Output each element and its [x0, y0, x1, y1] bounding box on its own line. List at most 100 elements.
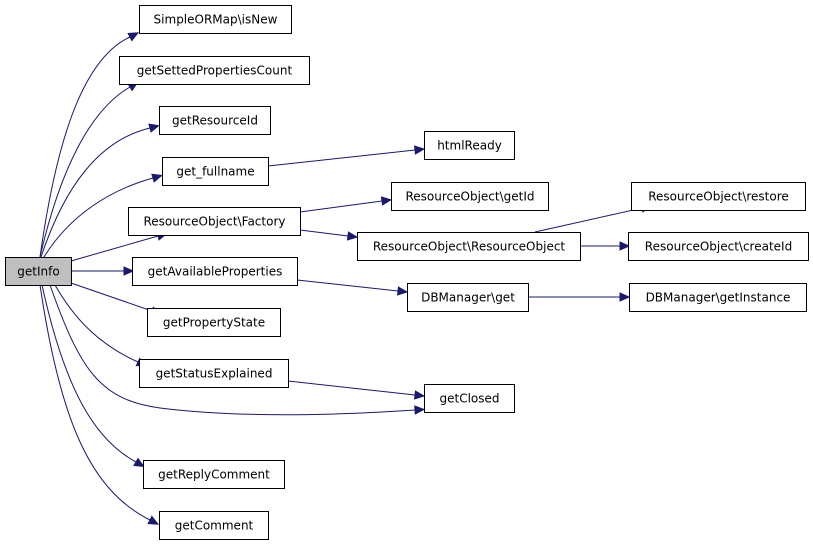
node-box[interactable] [631, 182, 806, 211]
edge-line [70, 235, 159, 262]
arrowhead-icon [619, 292, 631, 302]
node-isNew[interactable]: SimpleORMap\isNew [139, 5, 292, 34]
node-dbGetInstance[interactable]: DBManager\getInstance [629, 283, 807, 312]
node-label: getResourceId [172, 114, 258, 128]
node-label: getAvailableProperties [148, 265, 283, 279]
node-dbGet[interactable]: DBManager\get [407, 283, 529, 312]
node-box[interactable] [162, 157, 269, 186]
node-box[interactable] [159, 511, 269, 540]
node-box[interactable] [147, 308, 281, 337]
arrowhead-icon [123, 266, 135, 276]
node-box[interactable] [119, 56, 310, 85]
edge-line [267, 149, 416, 167]
node-box[interactable] [357, 232, 581, 261]
edge-getInfo-to-get_fullname [43, 173, 163, 258]
node-label: ResourceObject\ResourceObject [373, 240, 566, 254]
node-box[interactable] [128, 207, 301, 236]
node-label: ResourceObject\getId [405, 190, 534, 204]
arrowhead-icon [413, 145, 426, 155]
edge-get_fullname-to-htmlReady [267, 145, 426, 167]
node-label: SimpleORMap\isNew [154, 13, 278, 27]
arrowhead-icon [346, 231, 359, 241]
edge-line [49, 284, 416, 416]
edge-line [299, 200, 383, 213]
node-getReplyComment[interactable]: getReplyComment [143, 460, 285, 489]
node-box[interactable] [424, 131, 515, 160]
node-label: getPropertyState [163, 316, 265, 330]
node-label: htmlReady [437, 139, 502, 153]
node-getPropertyState[interactable]: getPropertyState [147, 308, 281, 337]
node-label: getReplyComment [158, 468, 270, 482]
node-roCtor[interactable]: ResourceObject\ResourceObject [357, 232, 581, 261]
edge-roCtor-to-roCreateId [580, 241, 631, 251]
edge-dbGet-to-dbGetInstance [528, 292, 631, 302]
arrowhead-icon [380, 196, 393, 206]
node-roGetId[interactable]: ResourceObject\getId [391, 182, 549, 211]
node-htmlReady[interactable]: htmlReady [424, 131, 515, 160]
node-getStatusExplained[interactable]: getStatusExplained [139, 359, 289, 388]
node-box[interactable] [159, 106, 271, 135]
arrowhead-icon [148, 123, 160, 133]
node-label: getInfo [17, 265, 59, 279]
edge-getInfo-to-getComment [39, 284, 160, 525]
edge-line [39, 36, 131, 258]
edge-line [287, 380, 416, 396]
node-label: getSettedPropertiesCount [137, 64, 293, 78]
node-label: DBManager\getInstance [646, 291, 791, 305]
nodes-layer: getInfo SimpleORMap\isNew getSettedPropert… [5, 5, 809, 540]
node-get_fullname[interactable]: get_fullname [162, 157, 269, 186]
edges-layer [39, 32, 652, 525]
edge-roFactory-to-roCtor [299, 229, 359, 241]
node-roRestore[interactable]: ResourceObject\restore [631, 182, 806, 211]
node-label: get_fullname [176, 165, 254, 179]
edge-line [299, 229, 349, 237]
arrowhead-icon [127, 32, 140, 42]
node-box[interactable] [407, 283, 529, 312]
edge-line [39, 86, 131, 258]
node-box[interactable] [139, 359, 289, 388]
edge-line [39, 284, 151, 521]
arrowhead-icon [414, 405, 426, 415]
node-getComment[interactable]: getComment [159, 511, 269, 540]
edge-getInfo-to-getAvailableProperties [71, 266, 135, 276]
node-roCreateId[interactable]: ResourceObject\createId [628, 232, 809, 261]
edge-line [40, 127, 151, 258]
node-getAvailableProperties[interactable]: getAvailableProperties [132, 257, 298, 286]
node-getClosed[interactable]: getClosed [424, 384, 515, 413]
node-roFactory[interactable]: ResourceObject\Factory [128, 207, 301, 236]
node-box[interactable] [628, 232, 809, 261]
node-label: getStatusExplained [156, 367, 273, 381]
node-label: getClosed [439, 392, 499, 406]
arrowhead-icon [619, 241, 631, 251]
node-getSettedPropertiesCount[interactable]: getSettedPropertiesCount [119, 56, 310, 85]
node-box[interactable] [5, 257, 72, 286]
edge-line [534, 207, 643, 233]
node-getInfo[interactable]: getInfo [5, 257, 72, 286]
node-box[interactable] [424, 384, 515, 413]
edge-getStatusExplained-to-getClosed [287, 380, 426, 400]
edge-line [41, 284, 137, 463]
edge-getInfo-to-getSettedPropertiesCount [39, 81, 139, 258]
edge-getInfo-to-getStatusExplained [54, 284, 148, 367]
arrowhead-icon [413, 390, 426, 400]
node-box[interactable] [139, 5, 292, 34]
arrowhead-icon [151, 173, 163, 183]
node-box[interactable] [143, 460, 285, 489]
edge-line [70, 282, 153, 312]
edge-getAvailableProperties-to-dbGet [296, 279, 409, 296]
node-label: DBManager\get [421, 291, 515, 305]
edge-line [296, 279, 399, 292]
edge-getInfo-to-getReplyComment [41, 284, 145, 468]
arrowhead-icon [147, 515, 160, 525]
node-box[interactable] [391, 182, 549, 211]
arrowhead-icon [396, 286, 409, 296]
edge-line [43, 177, 154, 258]
node-box[interactable] [629, 283, 807, 312]
edge-getInfo-to-getResourceId [40, 123, 160, 258]
node-label: ResourceObject\createId [645, 240, 792, 254]
node-getResourceId[interactable]: getResourceId [159, 106, 271, 135]
node-box[interactable] [132, 257, 298, 286]
node-label: ResourceObject\Factory [144, 215, 286, 229]
edge-roFactory-to-roGetId [299, 196, 393, 213]
